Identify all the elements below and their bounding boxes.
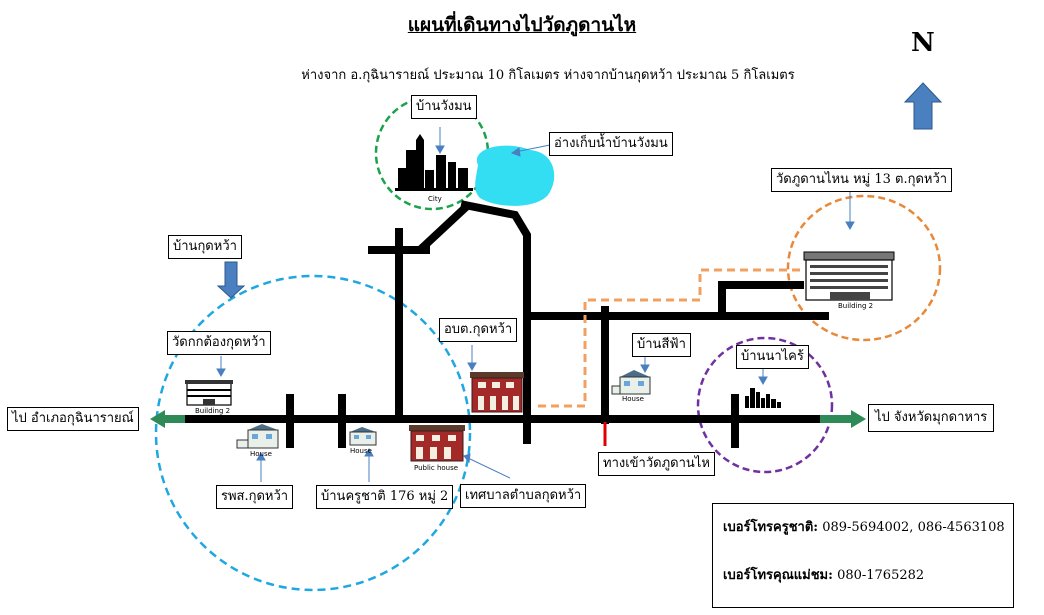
road-wang-mon-loop <box>460 200 531 444</box>
house-3-caption: House <box>622 395 644 403</box>
road-to-wang-mon <box>416 201 472 254</box>
arrow-to-kuchinarai <box>150 410 185 428</box>
house-icon-1 <box>236 424 279 449</box>
label-ban-na-khrai: บ้านนาไคร้ <box>736 345 809 369</box>
public-house-icon <box>409 425 465 462</box>
building-left-caption: Building 2 <box>195 407 230 415</box>
public-house-caption: Public house <box>414 464 458 472</box>
map-title: แผนที่เดินทางไปวัดภูดานไห <box>407 14 637 36</box>
label-ban-wang-mon: บ้านวังมน <box>411 95 477 119</box>
na-khrai-area-circle <box>696 336 834 474</box>
callout-lines <box>216 127 855 482</box>
reservoir-shape <box>475 145 555 206</box>
map-subtitle: ห่างจาก อ.กุฉินารายณ์ ประมาณ 10 กิโลเมตร… <box>301 68 795 83</box>
label-wat-kok-tong: วัดกกต้องกุดหว้า <box>167 331 271 355</box>
obt-building-icon <box>470 372 524 413</box>
label-kru-chat-home: บ้านครูชาติ 176 หมู่ 2 <box>316 485 454 509</box>
label-wat-phu-dan-hai: วัดภูดานไหน หมู่ 13 ต.กุดหว้า <box>771 168 953 192</box>
label-municipality: เทศบาลตำบลกุดหว้า <box>460 484 587 508</box>
building-right-caption: Building 2 <box>838 302 873 310</box>
roads <box>181 200 829 448</box>
label-to-kuchinarai: ไป อำเภอกุฉินารายณ์ <box>7 407 139 431</box>
label-entrance: ทางเข้าวัดภูดานไห <box>598 452 715 476</box>
label-reservoir: อ่างเก็บน้ำบ้านวังมน <box>549 132 673 156</box>
kud-wa-down-arrow-icon <box>216 261 246 299</box>
building-icon-temple <box>803 251 895 301</box>
arrow-to-mukdahan <box>820 410 866 428</box>
label-to-mukdahan: ไป จังหวัดมุกดาหาร <box>868 404 995 432</box>
label-ban-kud-wa: บ้านกุดหว้า <box>168 235 242 259</box>
building-icon-left <box>185 380 233 406</box>
house-icon-3 <box>611 370 651 395</box>
city-caption: City <box>428 195 442 203</box>
contact-mae-chom-label: เบอร์โทรคุณแม่ชม: <box>723 568 833 583</box>
city-icon <box>395 134 473 191</box>
kud-wa-area-circle <box>154 274 472 592</box>
label-obt: อบต.กุดหว้า <box>439 318 518 342</box>
village-icon <box>745 388 781 408</box>
house-2-caption: House <box>350 447 372 455</box>
north-arrow-icon <box>903 82 943 130</box>
contact-kru-chat-label: เบอร์โทรครูชาติ: <box>723 520 819 535</box>
label-hospital: รพส.กุดหว้า <box>216 485 294 509</box>
contact-box: เบอร์โทรครูชาติ: 089-5694002, 086-456310… <box>712 503 1014 608</box>
contact-mae-chom-number: 080-1765282 <box>837 568 925 583</box>
label-ban-si-fa: บ้านสีฟ้า <box>632 333 691 357</box>
road-temple-spur <box>718 281 804 320</box>
temple-area-circle <box>786 194 942 342</box>
north-label: N <box>911 28 935 58</box>
house-1-caption: House <box>250 450 272 458</box>
contact-kru-chat-numbers: 089-5694002, 086-4563108 <box>822 520 1005 535</box>
route-to-temple <box>538 268 800 408</box>
contact-row-mae-chom: เบอร์โทรคุณแม่ชม: 080-1765282 <box>723 564 924 585</box>
house-icon-2 <box>349 427 377 446</box>
contact-row-kru-chat: เบอร์โทรครูชาติ: 089-5694002, 086-456310… <box>723 516 1005 537</box>
